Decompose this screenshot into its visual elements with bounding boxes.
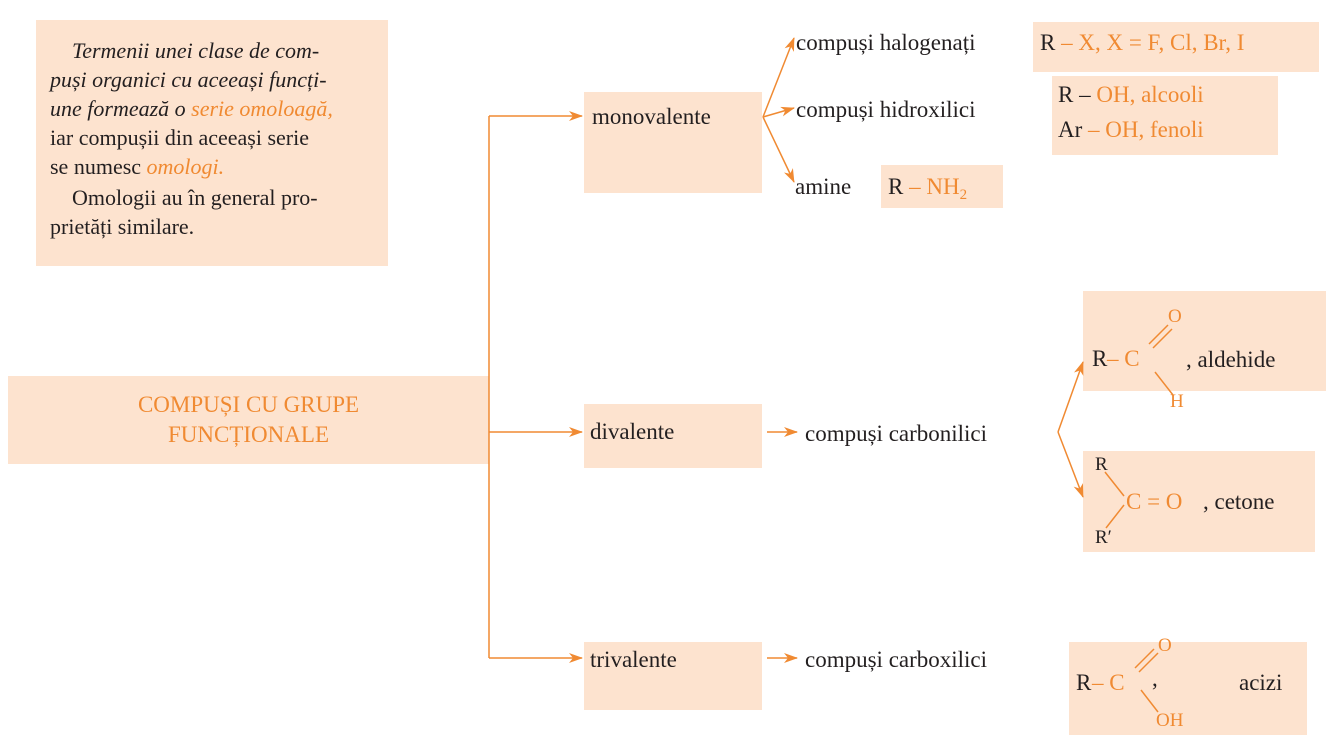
arrow-cetone [1057,431,1084,498]
formula-amine: R – NH2 [888,174,968,203]
double-bond-1 [1148,324,1169,345]
single-bond-oh [1140,689,1159,713]
acizi-formula-box [1069,642,1307,735]
trivalente-box [584,642,762,710]
divalente-box [584,404,762,468]
cetone-formula-box [1083,451,1315,552]
cetone-rp: R′ [1095,527,1112,548]
acizi-r: R [1076,670,1092,695]
double-bond-2 [1138,652,1159,673]
amine-formula-box [881,165,1003,208]
acizi-name: acizi [1239,670,1283,695]
note-line: iar compușii din aceeași serie [50,125,310,150]
label-trivalente: trivalente [590,647,677,672]
formula-halogenati: R – X, X = F, Cl, Br, I [1040,30,1245,55]
double-bond-1 [1134,648,1155,669]
arrow-hidroxilici [762,106,795,118]
label-amine: amine [795,174,852,199]
cetone-c-eq-o: C = O [1126,489,1183,514]
label-halogenati: compuși halogenați [796,30,976,55]
single-bond-h [1154,371,1174,396]
term-omologi: omologi. [146,154,225,179]
aldehide-h: H [1170,391,1184,412]
hidroxilici-formula-box [1052,76,1278,155]
acizi-c: – C [1092,670,1125,695]
arrow-aldehide [1057,361,1084,433]
aldehide-c: – C [1107,346,1140,371]
formula-alcooli: R – OH, alcooli [1058,82,1204,107]
cetone-r: R [1095,454,1108,475]
root-box [8,376,489,464]
halogenati-formula-box [1033,22,1319,72]
root-title: COMPUȘI CU GRUPE FUNCȚIONALE [137,392,360,447]
note-line: Omologii au în general pro- [72,185,318,210]
note-line: Termenii unei clase de com- [72,38,320,63]
note-line: une formează o serie omoloagă, [50,96,333,121]
term-serie-omoloaga: serie omoloagă, [191,96,333,121]
note-line: puși organici cu aceeași funcți- [50,67,327,92]
formula-fenoli: Ar – OH, fenoli [1058,117,1204,142]
label-hidroxilici: compuși hidroxilici [796,97,976,122]
monovalente-box [584,92,762,193]
note-line: se numesc omologi. [50,154,225,179]
aldehide-o: O [1168,306,1182,327]
bond-r [1104,471,1125,497]
label-monovalente: monovalente [592,104,711,129]
acizi-oh: OH [1156,710,1184,731]
arrow-amine [762,116,795,183]
double-bond-2 [1152,328,1173,349]
bond-rp [1105,504,1125,529]
note-line: prietăți similare. [50,214,195,239]
label-carbonilici: compuși carbonilici [805,421,988,446]
label-carboxilici: compuși carboxilici [805,647,988,672]
cetone-name: , cetone [1203,489,1275,514]
acizi-o: O [1158,635,1172,656]
definition-note: Termenii unei clase de com- puși organic… [36,20,388,266]
label-divalente: divalente [590,419,675,444]
aldehide-formula-box [1083,291,1326,391]
aldehide-name: , aldehide [1186,347,1276,372]
arrow-halogenati [762,37,795,118]
acizi-comma: , [1152,666,1158,691]
aldehide-r: R [1092,346,1108,371]
